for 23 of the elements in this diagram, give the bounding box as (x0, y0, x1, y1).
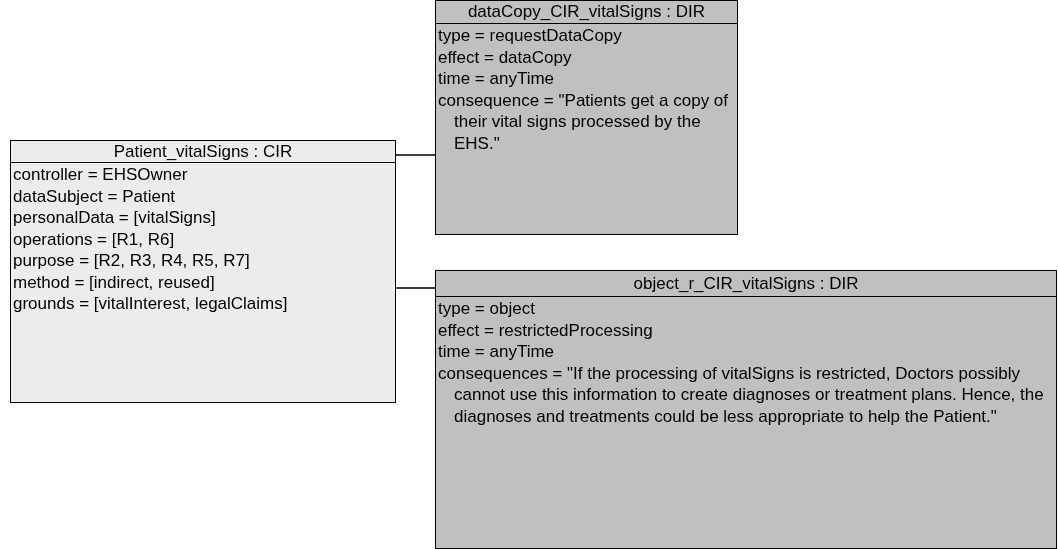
attribute-text: type = requestDataCopy (438, 25, 623, 47)
connector-line (395, 287, 436, 289)
connector-line (395, 154, 436, 156)
attribute-text: consequence = "Patients get a copy of their vital signs processed by the EHS." (438, 89, 730, 154)
attribute-text: operations = [R1, R6] (13, 228, 176, 250)
attribute-text: effect = restrictedProcessing (438, 319, 654, 341)
attribute-text: method = [indirect, reused] (13, 271, 216, 293)
class-box (435, 0, 738, 235)
attribute-text: grounds = [vitalInterest, legalClaims] (13, 293, 289, 315)
class-name: dataCopy_CIR_vitalSigns : DIR (467, 1, 706, 23)
attribute-text: dataSubject = Patient (13, 185, 177, 207)
attribute-text: personalData = [vitalSigns] (13, 207, 217, 229)
attribute-text: time = anyTime (438, 68, 556, 90)
class-name: object_r_CIR_vitalSigns : DIR (633, 272, 859, 295)
attribute-text: effect = dataCopy (438, 46, 573, 68)
attribute-text: time = anyTime (438, 341, 556, 363)
attribute-text: consequences = "If the processing of vitalSigns is restricted, Doctors possibly cannot use this information to create diagnoses or treatment plans. Hence, the diagnoses and treatments could be less appropriate to help the Patient." (438, 362, 1045, 427)
attribute-text: purpose = [R2, R3, R4, R5, R7] (13, 250, 251, 272)
attribute-text: type = object (438, 298, 536, 320)
class-name: Patient_vitalSigns : CIR (113, 140, 293, 163)
attribute-text: controller = EHSOwner (13, 164, 189, 186)
class-box (435, 270, 1057, 549)
class-box (10, 140, 396, 403)
